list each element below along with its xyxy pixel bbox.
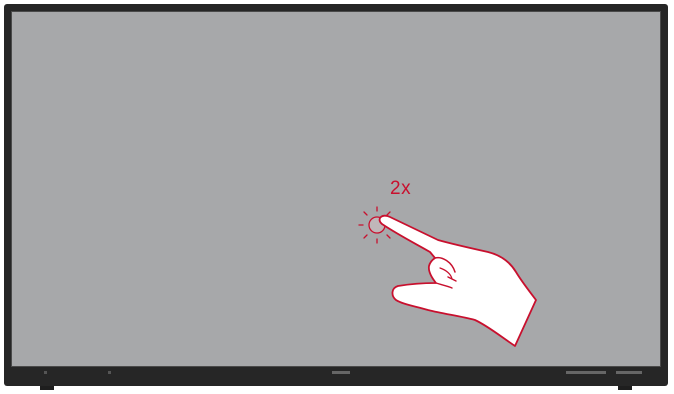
hand-pointing-icon	[380, 216, 536, 346]
